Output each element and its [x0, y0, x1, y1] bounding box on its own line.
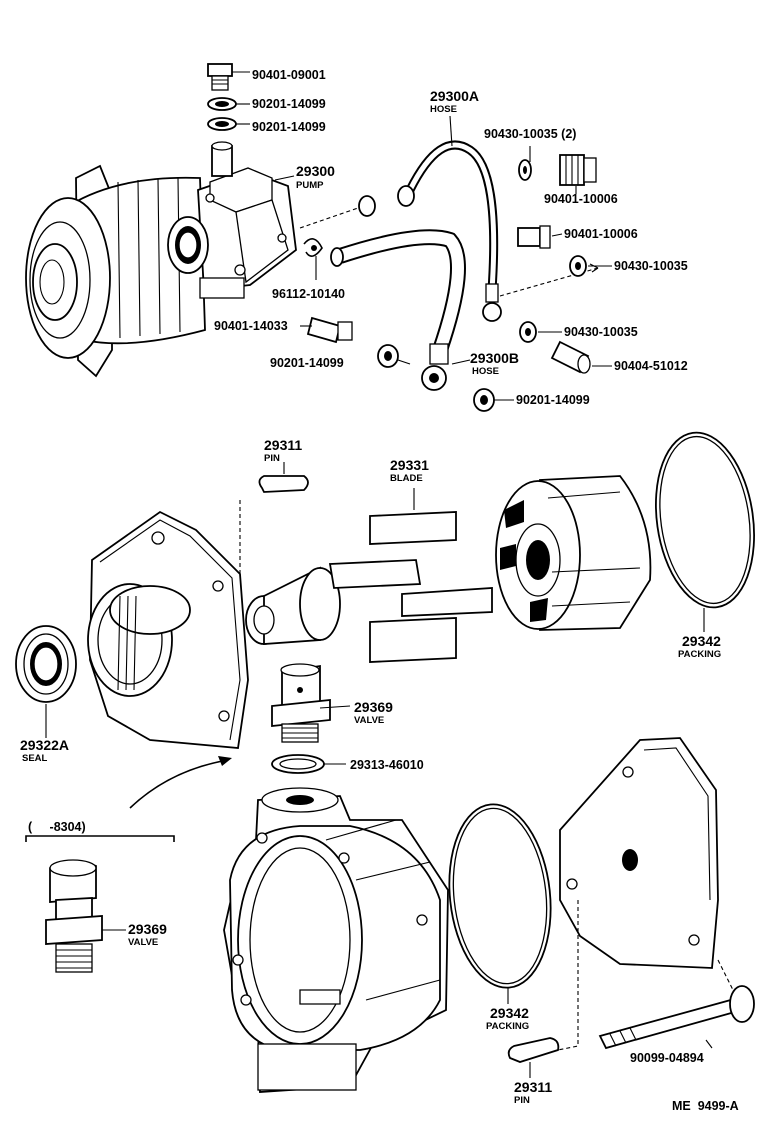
label-29322a: 29322A [20, 737, 69, 753]
label-pin-top: PIN [264, 453, 280, 464]
valve-29369-lower [45, 859, 126, 973]
alternator-illustration [25, 164, 206, 378]
label-29342-lower: 29342 [490, 1005, 529, 1021]
hose-29300a [397, 140, 502, 322]
rotor-body [495, 475, 652, 631]
washer-90430-b [519, 321, 537, 343]
label-29311-top: 29311 [264, 437, 302, 453]
label-90401-10006-a: 90401-10006 [544, 192, 618, 206]
label-90201-14099-a: 90201-14099 [252, 97, 326, 111]
pin-29311-top [239, 462, 309, 580]
gasket-29313-46010 [271, 754, 346, 774]
bolt-90099-04894 [598, 959, 755, 1050]
label-29300b: 29300B [470, 350, 519, 366]
part-labels: 90401-09001 90201-14099 90201-14099 2930… [20, 68, 739, 1113]
label-29369-lower: 29369 [128, 921, 167, 937]
pump-front-plate [87, 510, 249, 749]
label-29311-lower: 29311 [514, 1079, 552, 1095]
vacuum-pump-illustration [167, 141, 297, 299]
range-bracket [25, 835, 175, 842]
label-valve-lower: VALVE [128, 937, 158, 948]
blades-29331 [328, 488, 493, 663]
arrow-valve-ref [129, 759, 229, 809]
label-blade: BLADE [390, 473, 423, 484]
label-90401-09001: 90401-09001 [252, 68, 326, 82]
label-hose-a: HOSE [430, 104, 457, 115]
clip-96112-10140 [303, 238, 323, 257]
pump-rear-cover [559, 737, 719, 969]
pin-29311-lower [507, 900, 579, 1078]
valve-29369-top [271, 663, 351, 743]
label-90401-14033: 90401-14033 [214, 319, 288, 333]
bolt-90401-10006-a [559, 154, 597, 186]
label-29300a: 29300A [430, 88, 479, 104]
washer-90430-pair [518, 159, 532, 181]
label-pin-lower: PIN [514, 1095, 530, 1106]
label-90201-14099-d: 90201-14099 [516, 393, 590, 407]
label-90201-14099-c: 90201-14099 [270, 356, 344, 370]
label-pump: PUMP [296, 180, 324, 191]
label-90430-10035-b: 90430-10035 [564, 325, 638, 339]
packing-29342-top [655, 431, 755, 632]
label-seal: SEAL [22, 753, 48, 764]
washer-90201-a [207, 97, 237, 111]
seal-29322a [15, 625, 77, 738]
label-29369-top: 29369 [354, 699, 393, 715]
washer-near-pump [358, 195, 376, 217]
bolt-90401-10006-b [517, 225, 551, 249]
packing-29342-lower [448, 803, 552, 1004]
label-29331: 29331 [390, 457, 429, 473]
bolt-90401-14033 [306, 316, 353, 344]
label-packing-top: PACKING [678, 649, 721, 660]
washer-90201-b [207, 117, 237, 131]
label-90404-51012: 90404-51012 [614, 359, 688, 373]
label-96112-10140: 96112-10140 [272, 287, 345, 301]
label-90401-10006-b: 90401-10006 [564, 227, 638, 241]
label-hose-b: HOSE [472, 366, 499, 377]
label-90201-14099-b: 90201-14099 [252, 120, 326, 134]
plug-90404-51012 [550, 340, 591, 374]
bolt-90401-09001 [207, 63, 233, 91]
label-90099-04894: 90099-04894 [630, 1051, 704, 1065]
pump-rear-housing [223, 787, 449, 1093]
rotor-shaft [245, 566, 341, 645]
label-90430-10035-a: 90430-10035 [614, 259, 688, 273]
hose-29300b [330, 229, 466, 391]
washer-90201-c [377, 344, 399, 368]
label-90430-10035-pair: 90430-10035 (2) [484, 127, 576, 141]
label-29313-46010: 29313-46010 [350, 758, 424, 772]
label-29342-top: 29342 [682, 633, 721, 649]
label-packing-lower: PACKING [486, 1021, 529, 1032]
label-valve-top: VALVE [354, 715, 384, 726]
washer-90430-a [569, 255, 587, 277]
footer-code: ME 9499-A [672, 1099, 739, 1113]
washer-90201-d [473, 388, 495, 412]
label-29300: 29300 [296, 163, 335, 179]
label-range: ( -8304) [28, 820, 86, 834]
leader-lines-top [232, 71, 612, 401]
